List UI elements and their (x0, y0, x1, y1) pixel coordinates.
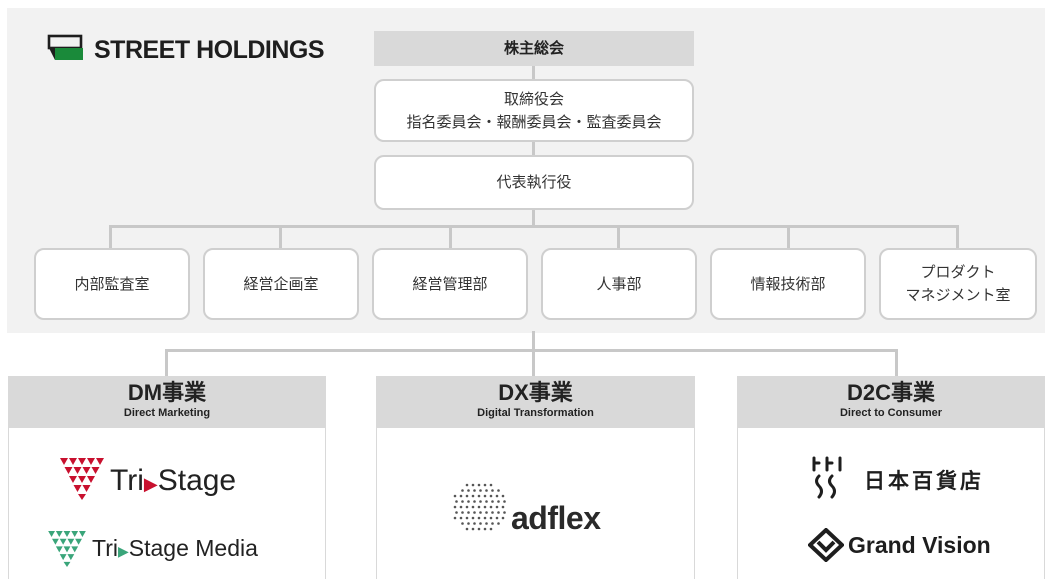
connector (787, 225, 790, 249)
division-body-dx (376, 428, 695, 579)
tristage-media-name-a: Tri (92, 535, 118, 561)
tristage-wordmark: Tri▶Stage (110, 464, 236, 498)
adflex-wordmark: adflex (511, 500, 601, 536)
tristage-name-b: Stage (157, 464, 237, 497)
division-title: DM事業 (127, 380, 207, 405)
tristage-triangles-icon (60, 458, 104, 500)
connector (532, 331, 535, 351)
division-body-d2c (737, 428, 1045, 579)
street-logo-icon (47, 34, 83, 60)
department-label: マネジメント室 (905, 286, 1011, 304)
committees-label: 指名委員会・報酬委員会・監査委員会 (406, 112, 662, 131)
department-label: 経営管理部 (412, 274, 488, 293)
shareholders-meeting: 株主総会 (374, 31, 694, 66)
division-bus-line (165, 349, 898, 352)
department-box: 情報技術部 (710, 248, 866, 320)
executive-officer: 代表執行役 (374, 155, 694, 210)
division-subtitle: Direct to Consumer (839, 407, 943, 419)
division-header-d2c: D2C事業 Direct to Consumer (737, 376, 1045, 428)
connector (532, 209, 535, 226)
department-box: 経営管理部 (372, 248, 528, 320)
board-label: 取締役会 (503, 89, 564, 108)
department-box: 人事部 (541, 248, 697, 320)
nihon-hyakkaten-wordmark: 日本百貨店 (864, 470, 984, 493)
tristage-media-triangles-icon (48, 531, 86, 567)
division-title: D2C事業 (846, 380, 935, 405)
connector (956, 225, 959, 249)
division-header-dm: DM事業 Direct Marketing (8, 376, 326, 428)
division-header-dx: DX事業 Digital Transformation (376, 376, 695, 428)
company-name: STREET HOLDINGS (94, 36, 325, 64)
connector (617, 225, 620, 249)
connector (532, 66, 535, 79)
connector (532, 141, 535, 155)
department-label: 内部監査室 (74, 274, 150, 293)
onsen-icon (812, 456, 842, 499)
grand-vision-diamond-icon (808, 528, 844, 562)
connector (895, 349, 898, 376)
connector (449, 225, 452, 249)
grand-vision-wordmark: Grand Vision (848, 532, 991, 558)
division-subtitle: Digital Transformation (477, 407, 594, 419)
tristage-name-a: Tri (110, 464, 144, 497)
executive-officer-label: 代表執行役 (496, 173, 572, 191)
department-label: プロダクト (920, 263, 996, 281)
department-box: 経営企画室 (203, 248, 359, 320)
tristage-media-wordmark: Tri▶Stage Media (92, 535, 258, 562)
adflex-dots-icon (453, 483, 506, 531)
play-arrow-icon: ▶ (143, 474, 158, 494)
connector (165, 349, 168, 376)
division-title: DX事業 (498, 380, 573, 405)
division-subtitle: Direct Marketing (123, 407, 211, 419)
connector (109, 225, 112, 249)
department-box: 内部監査室 (34, 248, 190, 320)
connector (532, 349, 535, 376)
connector (279, 225, 282, 249)
division-body-dm (8, 428, 326, 579)
department-bus-line (109, 225, 958, 228)
department-label: 経営企画室 (243, 274, 319, 293)
board-of-directors: 取締役会 指名委員会・報酬委員会・監査委員会 (374, 79, 694, 142)
tristage-media-name-b: Stage Media (128, 535, 258, 561)
department-label: 情報技術部 (750, 274, 826, 293)
department-box: プロダクト マネジメント室 (879, 248, 1037, 320)
play-arrow-icon: ▶ (117, 543, 129, 559)
department-label: 人事部 (596, 274, 642, 293)
